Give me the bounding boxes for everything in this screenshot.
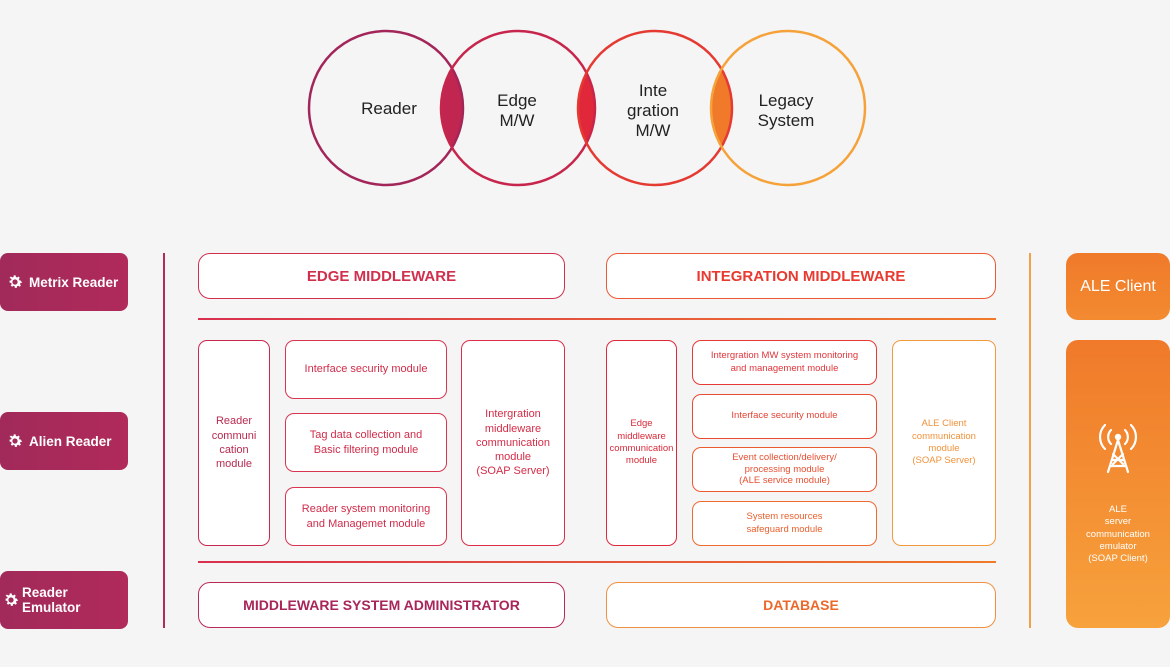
circle-reader: [307, 29, 465, 187]
reader-metrix[interactable]: Metrix Reader: [0, 253, 128, 311]
reader-alien-label: Alien Reader: [29, 433, 112, 449]
reader-emulator-label: Reader Emulator: [22, 585, 81, 615]
edge-middleware-header[interactable]: EDGE MIDDLEWARE: [198, 253, 565, 299]
integration-middleware-header[interactable]: INTEGRATION MIDDLEWARE: [606, 253, 996, 299]
ale-client-label: ALE Client: [1080, 277, 1156, 295]
reader-emulator[interactable]: Reader Emulator: [0, 571, 128, 629]
middleware-system-administrator[interactable]: MIDDLEWARE SYSTEM ADMINISTRATOR: [198, 582, 565, 628]
edge-middleware-comm-module[interactable]: Edge middleware communication module: [606, 340, 677, 546]
circle-label-reader: Reader: [361, 98, 417, 118]
gear-icon: [5, 593, 19, 606]
ale-server-emulator-panel[interactable]: ALE server communication emulator (SOAP …: [1066, 340, 1170, 628]
lower-separator: [198, 561, 996, 563]
reader-alien[interactable]: Alien Reader: [0, 412, 128, 470]
database-label: DATABASE: [763, 597, 839, 613]
interface-security-module-integration[interactable]: Interface security module: [692, 394, 877, 439]
left-divider: [163, 253, 165, 628]
ale-client-button[interactable]: ALE Client: [1066, 253, 1170, 320]
circle-label-edge: Edge M/W: [497, 90, 537, 130]
database[interactable]: DATABASE: [606, 582, 996, 628]
integration-middleware-comm-module[interactable]: Intergration middleware communication mo…: [461, 340, 565, 546]
integration-system-monitoring-module[interactable]: Intergration MW system monitoring and ma…: [692, 340, 877, 385]
interface-security-module-edge[interactable]: Interface security module: [285, 340, 447, 399]
ecosystem-circles: [307, 29, 867, 187]
circle-integration: [576, 29, 734, 187]
circle-edge: [439, 29, 597, 187]
circle-label-legacy: Legacy System: [757, 90, 815, 130]
ale-server-emulator-label: ALE server communication emulator (SOAP …: [1086, 504, 1150, 565]
gear-icon: [9, 434, 23, 447]
admin-label: MIDDLEWARE SYSTEM ADMINISTRATOR: [243, 597, 520, 613]
upper-separator: [198, 318, 996, 320]
right-divider: [1029, 253, 1031, 628]
edge-middleware-title: EDGE MIDDLEWARE: [306, 267, 457, 285]
tag-data-collection-module[interactable]: Tag data collection and Basic filtering …: [285, 413, 447, 472]
gear-icon: [9, 275, 23, 288]
system-resources-module[interactable]: System resources safeguard module: [692, 501, 877, 546]
integration-middleware-title: INTEGRATION MIDDLEWARE: [696, 267, 906, 285]
radio-tower-icon: [1098, 423, 1138, 474]
reader-metrix-label: Metrix Reader: [29, 274, 119, 290]
circle-legacy: [709, 29, 867, 187]
circle-label-integration: Inte gration M/W: [627, 80, 679, 141]
reader-monitoring-module[interactable]: Reader system monitoring and Managemet m…: [285, 487, 447, 546]
reader-communication-module[interactable]: Reader communi cation module: [198, 340, 270, 546]
event-collection-module[interactable]: Event collection/delivery/ processing mo…: [692, 447, 877, 492]
ale-client-comm-module[interactable]: ALE Client communication module (SOAP Se…: [892, 340, 996, 546]
